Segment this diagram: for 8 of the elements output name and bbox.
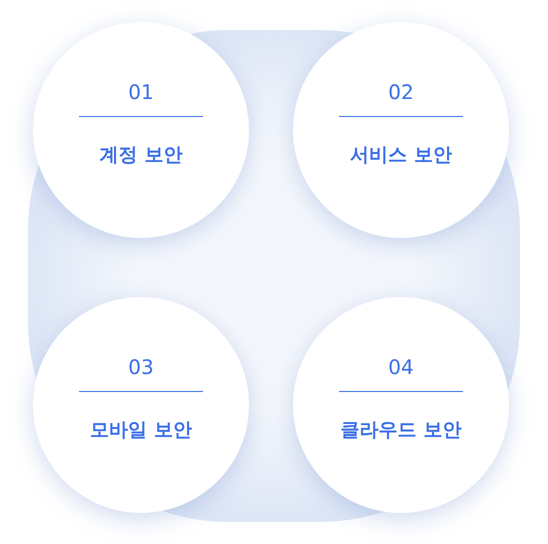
step-number: 02: [387, 80, 415, 104]
step-number: 04: [387, 355, 415, 379]
step-title: 클라우드 보안: [340, 418, 462, 443]
step-number: 03: [127, 355, 155, 379]
step-title: 계정 보안: [98, 143, 184, 168]
step-number: 01: [127, 80, 155, 104]
step-title: 서비스 보안: [349, 143, 453, 168]
step-title: 모바일 보안: [89, 418, 193, 443]
